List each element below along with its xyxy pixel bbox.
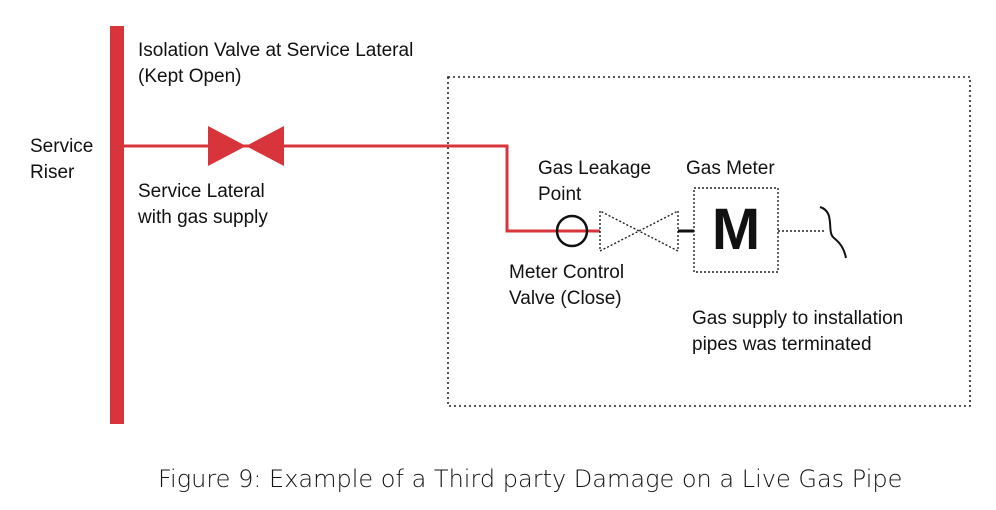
isolation-valve-right xyxy=(246,126,284,166)
isolation-valve-label: Isolation Valve at Service Lateral (Kept… xyxy=(138,40,414,87)
service-lateral-label: Service Lateral with gas supply xyxy=(138,181,268,228)
pipe-termination-break xyxy=(819,206,847,259)
gas-meter-label: Gas Meter xyxy=(686,158,775,179)
gas-leakage-point xyxy=(555,214,589,248)
gas-meter-box xyxy=(693,187,779,273)
figure-caption: Figure 9: Example of a Third party Damag… xyxy=(158,465,903,493)
premises-boundary xyxy=(447,76,971,407)
meter-control-valve-right xyxy=(637,209,679,253)
meter-control-valve xyxy=(599,209,641,253)
service-riser-label: Service Riser xyxy=(30,136,94,183)
gas-leakage-point-label: Gas Leakage Point xyxy=(538,158,652,205)
termination-note-label: Gas supply to installation pipes was ter… xyxy=(692,308,904,355)
service-riser xyxy=(110,26,124,424)
gas-meter-letter: M xyxy=(711,197,761,262)
service-lateral-pipe xyxy=(124,144,600,233)
meter-control-valve-label: Meter Control Valve (Close) xyxy=(509,262,625,309)
isolation-valve xyxy=(208,126,246,166)
